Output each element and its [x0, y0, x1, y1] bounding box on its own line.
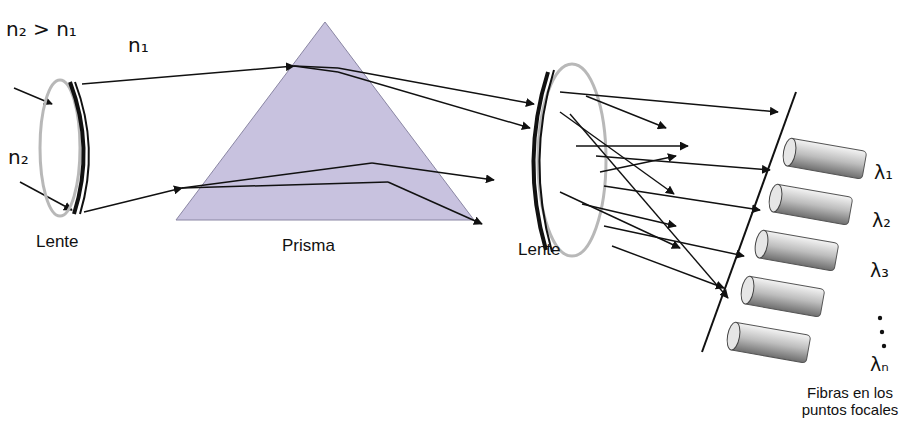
wavelength-label: λ₃: [870, 260, 889, 282]
fiber: [781, 137, 867, 179]
fiber: [753, 229, 839, 271]
ellipsis-dot: [882, 344, 886, 348]
ray: [388, 182, 482, 224]
ellipsis-dot: [880, 330, 884, 334]
ray: [82, 66, 294, 84]
ray: [84, 188, 182, 212]
fiber: [725, 321, 811, 363]
ray: [182, 163, 372, 188]
ray: [338, 68, 534, 104]
caption-label: Fibras en los puntos focales: [790, 384, 910, 419]
focused-rays: [560, 92, 778, 298]
ray: [294, 66, 338, 72]
lens-edge: [75, 82, 89, 214]
refractive-index-label: n₂ > n₁: [6, 18, 77, 41]
part-name: Lente: [36, 232, 79, 252]
prism: [176, 22, 474, 220]
part-name: Prisma: [282, 236, 335, 256]
ray: [372, 163, 494, 180]
part-name: Lente: [518, 240, 561, 260]
lens-edge: [539, 70, 554, 252]
focal-plane: [702, 92, 796, 352]
wavelength-label: λₙ: [870, 354, 889, 376]
ellipsis-dot: [878, 316, 882, 320]
fiber: [767, 183, 853, 225]
ray: [182, 182, 388, 188]
fiber: [739, 275, 825, 317]
wavelength-label: λ₁: [874, 162, 893, 184]
ray: [338, 72, 530, 128]
refractive-index-label: n₁: [128, 34, 149, 57]
refractive-index-label: n₂: [8, 146, 29, 169]
wavelength-label: λ₂: [872, 210, 891, 232]
